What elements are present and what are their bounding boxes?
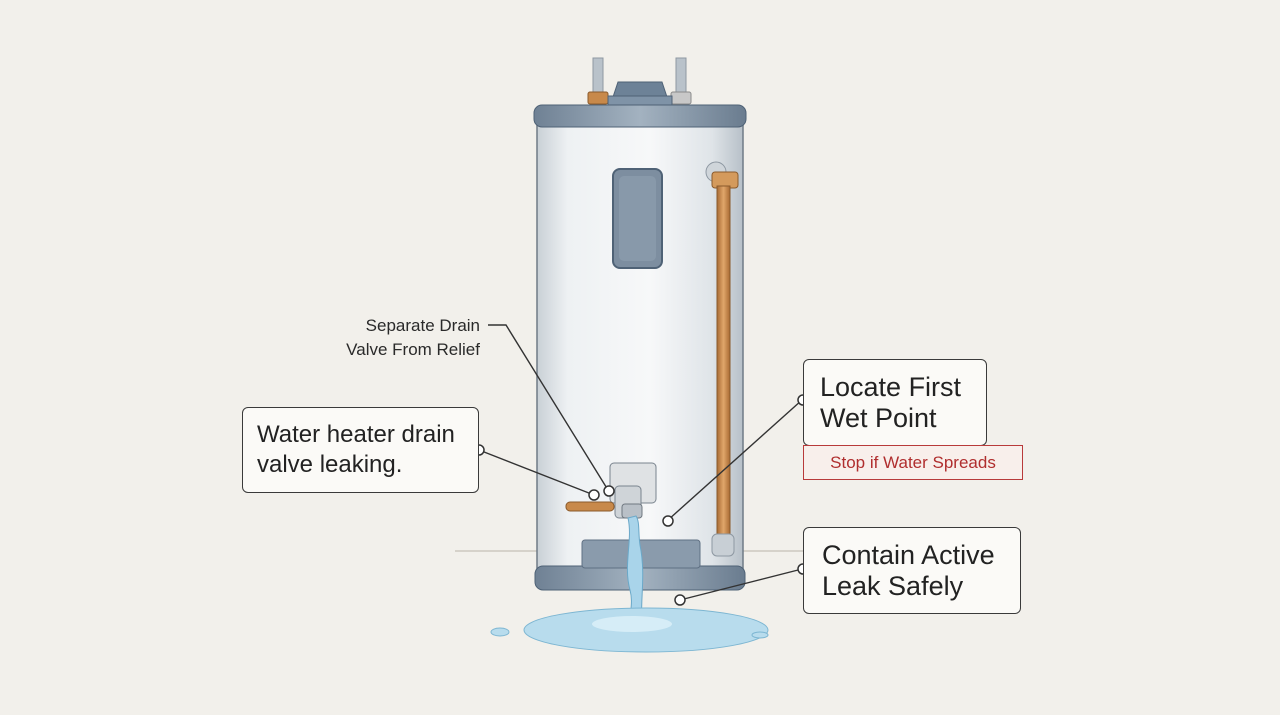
- relief-valve-pipe: [705, 161, 739, 557]
- contain-leak-callout: Contain Active Leak Safely: [803, 527, 1021, 614]
- separate-drain-label: Separate Drain Valve From Relief: [346, 316, 480, 359]
- locate-wet-point-callout: Locate First Wet Point: [803, 359, 987, 446]
- leader-lines: [478, 324, 803, 601]
- supply-pipes: [587, 57, 692, 105]
- contain-leak-text: Contain Active Leak Safely: [822, 539, 995, 601]
- drain-leaking-callout: Water heater drain valve leaking.: [242, 407, 479, 493]
- stop-warning-tag: Stop if Water Spreads: [803, 445, 1023, 480]
- drain-valve-icon: [565, 462, 657, 519]
- locate-wet-point-text: Locate First Wet Point: [820, 371, 962, 433]
- leaking-water: [490, 515, 769, 653]
- drain-leaking-text: Water heater drain valve leaking.: [257, 421, 455, 478]
- flue-vent-icon: [607, 81, 673, 107]
